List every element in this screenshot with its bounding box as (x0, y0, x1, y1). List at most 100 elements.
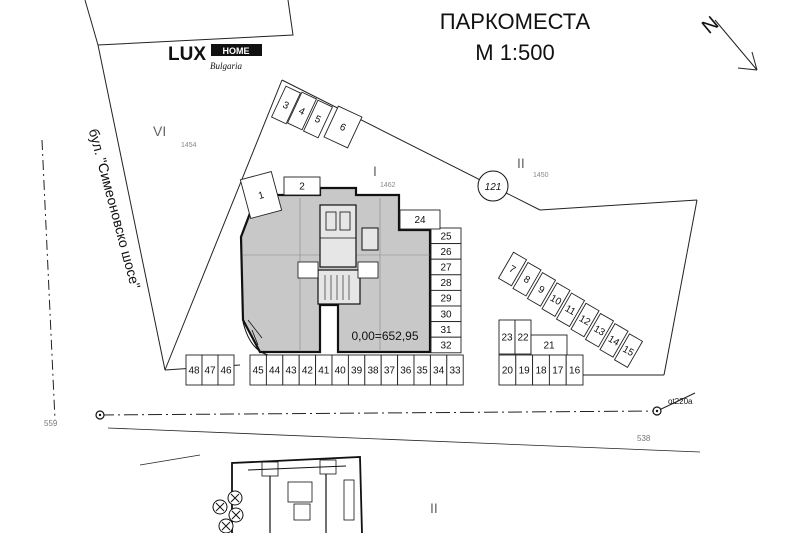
parking-spot-47: 47 (201, 354, 219, 386)
parking-spot-25: 25 (430, 227, 462, 245)
parking-spot-29: 29 (430, 289, 462, 307)
logo-brand: LUX (168, 44, 206, 65)
elevation-label: 0,00=652,95 (351, 329, 418, 343)
marker-right-number: 538 (637, 434, 651, 443)
building-footprint (239, 186, 432, 356)
logo-brand-2: HOME (223, 46, 250, 56)
parking-spot-number: 29 (440, 294, 452, 305)
parking-spot-number: 5 (313, 114, 323, 127)
parking-spot-number: 34 (433, 366, 445, 377)
plan-scale: М 1:500 (475, 40, 555, 65)
plot-number: 121 (485, 182, 502, 193)
parking-spot-number: 37 (384, 366, 396, 377)
parking-spot-28: 28 (430, 274, 462, 291)
parking-spot-number: 36 (400, 366, 412, 377)
parking-spot-3: 3 (270, 85, 302, 125)
parking-spot-7: 7 (497, 251, 528, 287)
parking-spot-42: 42 (298, 354, 317, 386)
parking-spot-26: 26 (430, 243, 462, 260)
parking-spot-number: 18 (535, 366, 547, 377)
parking-spot-number: 46 (220, 366, 232, 377)
parking-spot-11: 11 (555, 292, 586, 328)
parking-spot-number: 16 (569, 366, 581, 377)
parking-spot-number: 45 (253, 366, 265, 377)
parking-spot-number: 32 (440, 341, 452, 352)
parking-spot-number: 23 (501, 333, 513, 344)
parking-spot-number: 30 (440, 309, 452, 320)
parking-spot-18: 18 (532, 354, 550, 386)
parcel-labels: VI 1454 I 1462 II 1450 II (153, 123, 549, 516)
marker-left-number: 559 (44, 419, 58, 428)
parking-spot-40: 40 (331, 354, 349, 386)
survey-marker-left (95, 410, 105, 420)
parking-spot-48: 48 (185, 354, 203, 386)
parcel-ii-bottom-label: II (430, 500, 438, 516)
parcel-ii-number: 1450 (533, 172, 549, 179)
parking-spot-4: 4 (286, 91, 318, 131)
parking-spot-number: 14 (606, 334, 622, 349)
parking-spot-number: 43 (285, 366, 297, 377)
parking-spot-number: 20 (502, 366, 514, 377)
parking-spot-number: 3 (281, 100, 291, 113)
parking-spot-21: 21 (530, 334, 568, 356)
parcel-vi-number: 1454 (181, 142, 197, 149)
parking-spot-33: 33 (446, 354, 464, 386)
parking-spot-41: 41 (315, 354, 333, 386)
parking-spot-number: 10 (548, 293, 564, 308)
parking-spot-9: 9 (526, 272, 557, 307)
parcel-i-label: I (373, 163, 377, 179)
parking-spot-number: 28 (440, 278, 452, 289)
north-label: N (698, 12, 723, 38)
parking-spot-36: 36 (397, 354, 415, 386)
parking-spot-number: 42 (302, 366, 314, 377)
parking-spot-number: 2 (299, 182, 305, 193)
north-arrow-icon: N (698, 12, 758, 71)
parking-spot-number: 19 (519, 366, 531, 377)
parking-spot-20: 20 (498, 354, 517, 386)
parking-spot-38: 38 (364, 354, 382, 386)
parking-spot-35: 35 (413, 354, 431, 386)
neighbour-building (231, 456, 363, 533)
parking-spot-number: 15 (620, 344, 636, 359)
parking-spot-number: 4 (297, 106, 307, 119)
parking-spot-number: 41 (318, 366, 330, 377)
parking-spot-number: 47 (204, 366, 216, 377)
parking-spot-14: 14 (599, 323, 629, 358)
logo-sub: Bulgaria (210, 61, 243, 71)
parking-spot-37: 37 (380, 354, 399, 386)
parking-spot-16: 16 (565, 354, 584, 386)
parking-spot-number: 26 (440, 247, 452, 258)
parking-spot-19: 19 (515, 354, 534, 386)
parking-spot-27: 27 (430, 258, 462, 276)
parking-spot-6: 6 (323, 105, 363, 149)
tree-icons (212, 490, 244, 533)
logo-home-box (211, 44, 262, 56)
parking-spot-number: 44 (269, 366, 281, 377)
parking-spot-10: 10 (541, 282, 571, 317)
parking-spot-number: 40 (335, 366, 347, 377)
plan-title: ПАРКОМЕСТА (440, 9, 591, 34)
parking-spot-15: 15 (613, 333, 644, 368)
marker-right-label: ot220a (668, 397, 693, 406)
parcel-vi-label: VI (153, 123, 166, 139)
parking-spot-number: 38 (367, 366, 379, 377)
parking-spot-number: 25 (440, 231, 452, 242)
parking-spot-22: 22 (514, 319, 532, 355)
parking-spot-number: 33 (449, 366, 461, 377)
parking-spot-number: 22 (517, 333, 529, 344)
parking-spot-23: 23 (498, 319, 516, 355)
survey-marker-right (652, 406, 662, 416)
parking-spot-8: 8 (512, 261, 542, 297)
parking-spot-number: 35 (417, 366, 429, 377)
parking-spot-13: 13 (584, 312, 615, 348)
parking-spot-number: 39 (351, 366, 363, 377)
parking-spot-43: 43 (282, 354, 300, 386)
parking-spot-34: 34 (429, 354, 448, 386)
parking-spot-2: 2 (283, 176, 321, 196)
parking-spot-number: 6 (338, 122, 348, 135)
parking-spot-number: 48 (188, 366, 200, 377)
parking-spot-39: 39 (347, 354, 366, 386)
parking-spot-number: 31 (440, 325, 452, 336)
parking-spot-31: 31 (430, 321, 462, 338)
